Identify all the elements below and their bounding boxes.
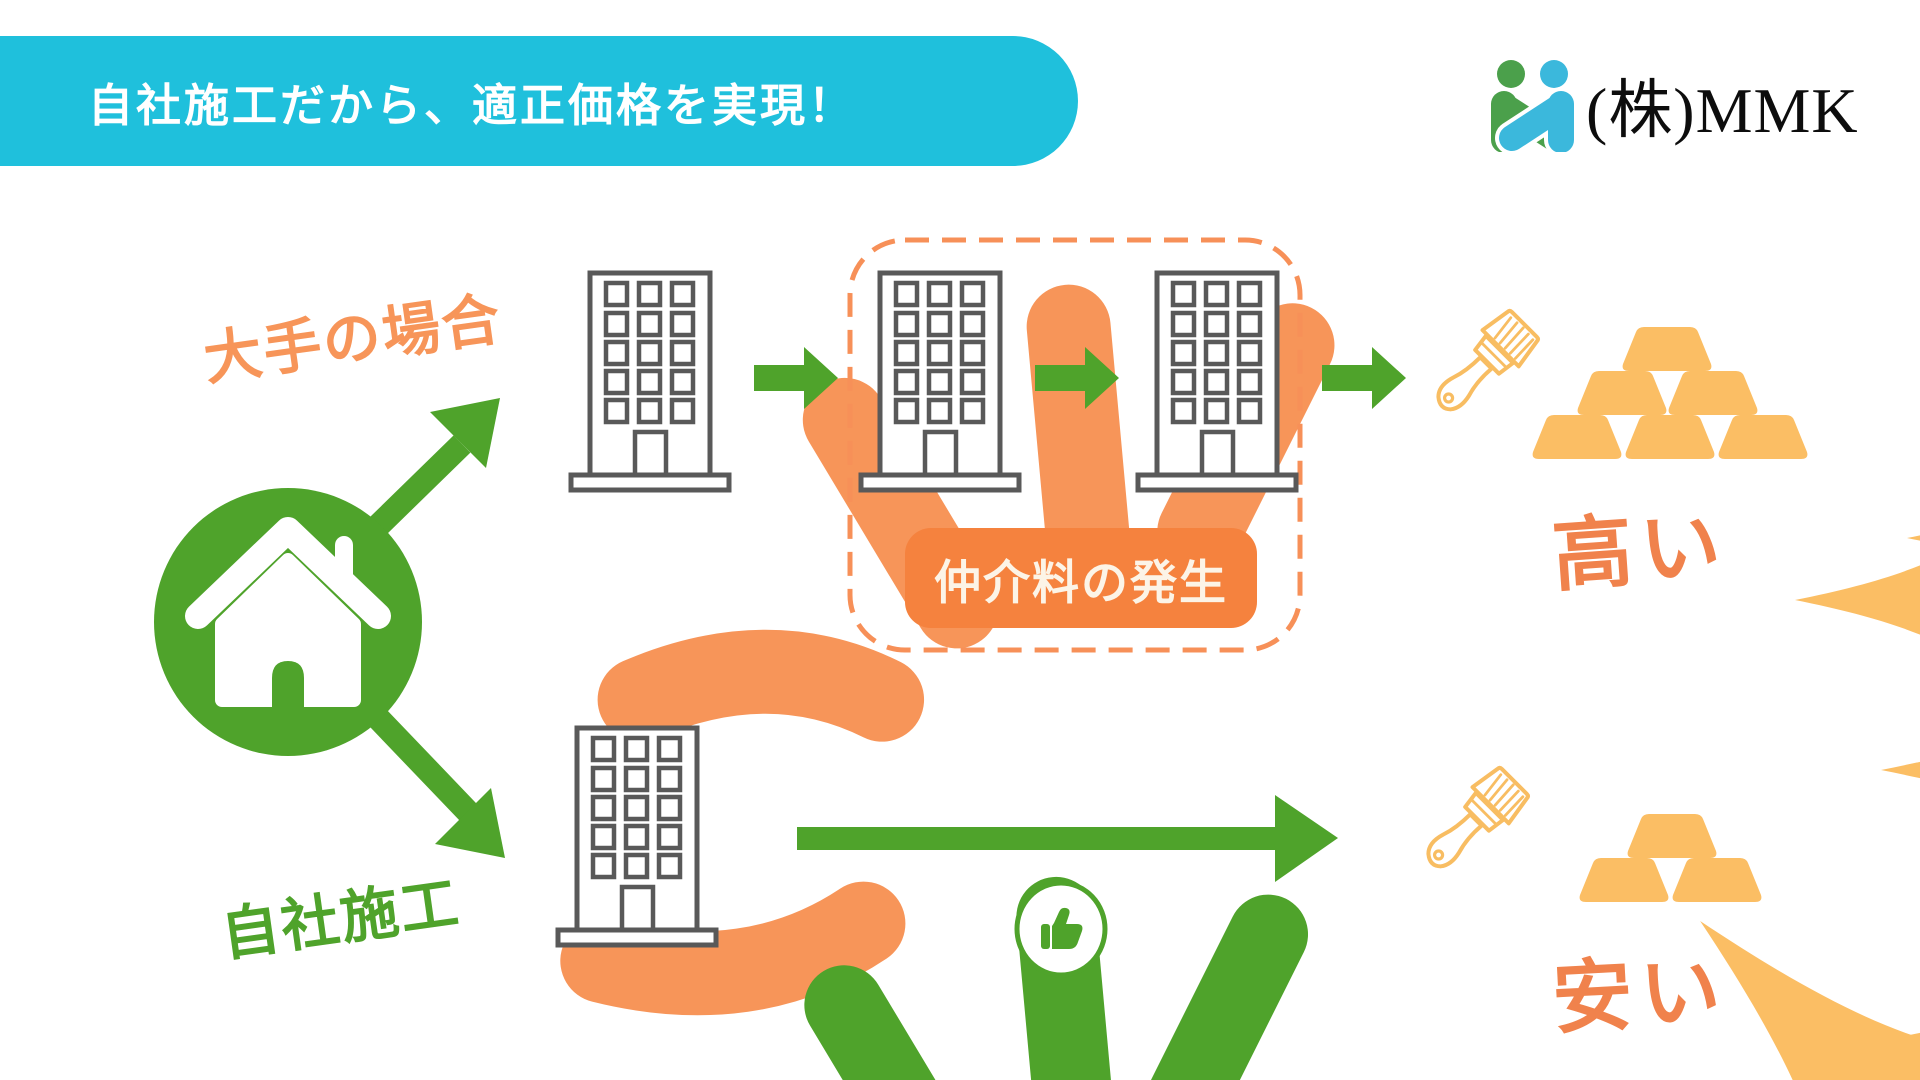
long-arrow-right-icon xyxy=(797,795,1338,882)
company-logo: (株)MMK xyxy=(1490,58,1859,152)
building-icon xyxy=(571,273,729,490)
result-low-label: 安い xyxy=(1550,945,1731,1044)
gold-bars-icon xyxy=(1579,814,1762,902)
paintbrush-icon xyxy=(1414,763,1532,881)
arrow-down-right-icon xyxy=(369,709,505,858)
result-high-label: 高い xyxy=(1549,499,1732,602)
house-circle-icon xyxy=(154,488,422,756)
arrow-up-right-icon xyxy=(369,398,500,535)
header-banner: 自社施工だから、適正価格を実現！ xyxy=(0,36,1078,166)
building-icon xyxy=(558,728,716,945)
brokerage-fee-badge: 仲介料の発生 xyxy=(905,528,1257,628)
arrow-right-icon xyxy=(1322,347,1406,409)
brokerage-dashed-box xyxy=(847,237,1303,653)
company-name: (株)MMK xyxy=(1586,75,1859,146)
building-icon xyxy=(861,273,1019,490)
banner-title: 自社施工だから、適正価格を実現！ xyxy=(88,79,857,131)
house-icon xyxy=(185,517,391,707)
handshake-logo-icon xyxy=(1491,60,1576,152)
thumbs-up-icon xyxy=(1014,880,1108,978)
building-icon xyxy=(1138,273,1296,490)
paintbrush-icon xyxy=(1424,306,1542,424)
gold-bars-icon xyxy=(1532,327,1808,459)
